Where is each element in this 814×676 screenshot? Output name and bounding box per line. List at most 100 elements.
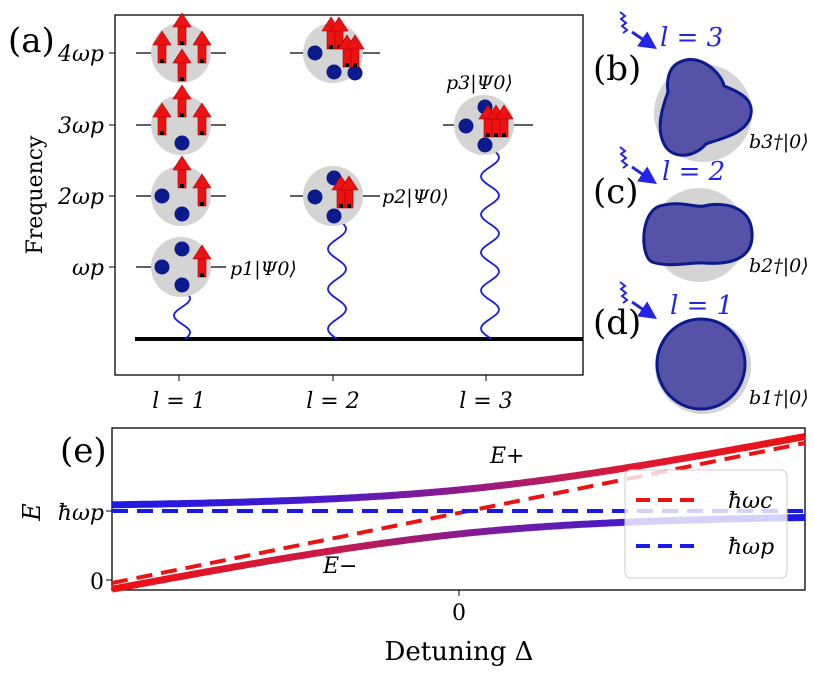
spin-arrow-base [200, 131, 204, 135]
electron-cloud [151, 12, 212, 83]
mode-l3-shape [658, 58, 753, 157]
cloud-body [151, 237, 211, 297]
spin-arrow-head [192, 30, 212, 46]
panel-label-b: (b) [593, 49, 641, 89]
spin-arrow-head [172, 12, 192, 28]
cloud-body [151, 166, 211, 226]
electron-dot [458, 118, 474, 134]
panel-e-xtick-0: 0 [452, 601, 466, 626]
panel-a-frame [114, 14, 584, 376]
electron-dot [326, 64, 342, 80]
electron-cloud [151, 84, 212, 155]
mode-l1-shape [655, 317, 747, 411]
spin-arrow-head [339, 175, 359, 191]
state-label-p3: p3|Ψ0⟩ [446, 72, 513, 94]
upper-polariton-branch [112, 433, 806, 509]
xtick-label-l3: l = 3 [459, 389, 512, 414]
electron-dot [307, 45, 323, 61]
spin-arrow-base [200, 59, 204, 63]
spin-arrow-head [192, 173, 212, 189]
panel-a-ylabel: Frequency [23, 135, 48, 255]
panel-label-c: (c) [593, 172, 639, 212]
spin-arrow-base [353, 63, 357, 67]
mode-l2-label: l = 2 [662, 157, 725, 187]
mode-l1: l = 1 b1†|0⟩ [619, 281, 809, 414]
mode-l1-operator: b1†|0⟩ [749, 387, 809, 409]
electron-cloud [303, 16, 365, 83]
spin-arrow-head [329, 16, 349, 32]
spin-arrow-head [172, 48, 192, 64]
electron-dot [174, 135, 190, 151]
photon-wave [480, 147, 500, 340]
spin-arrow-base [339, 204, 343, 208]
xtick-label-l1: l = 1 [152, 389, 205, 414]
electron-dot [307, 189, 323, 205]
panel-a-yticks: ωp 2ωp 3ωp 4ωp [57, 42, 115, 281]
legend-label-photon: ħωc [728, 489, 772, 514]
spin-arrow-base [486, 133, 490, 137]
mode-l3: l = 3 b3†|0⟩ [619, 11, 809, 162]
spin-arrow-base [180, 41, 184, 45]
spin-arrow-base [200, 202, 204, 206]
ytick-label-2: 2ωp [57, 185, 104, 210]
panel-e-ylabel: E [18, 503, 46, 522]
electron-cloud [151, 237, 212, 297]
state-label-p1: p1|Ψ0⟩ [230, 258, 297, 280]
panel-e-ytick-hbar: ħωp [58, 501, 104, 526]
electron-cloud [303, 166, 363, 226]
spin-arrow-base [347, 204, 351, 208]
mode-l2: l = 2 b2†|0⟩ [619, 146, 809, 282]
spin-arrow-base [180, 113, 184, 117]
electron-dot [154, 188, 170, 204]
curve-label-upper: E+ [489, 444, 525, 469]
mode-l2-shape [642, 202, 754, 267]
xtick-label-l2: l = 2 [306, 389, 359, 414]
panel-label-a: (a) [8, 21, 55, 61]
electron-cloud [454, 95, 514, 155]
panel-label-d: (d) [593, 303, 641, 343]
spin-arrow-base [160, 131, 164, 135]
legend-label-plasmon: ħωp [728, 535, 774, 560]
electron-dot [326, 208, 342, 224]
mode-l3-label: l = 3 [660, 23, 723, 53]
photon-wave [327, 218, 347, 340]
electron-clouds [151, 12, 514, 297]
photon-waves [173, 147, 500, 340]
electron-dot [477, 137, 493, 153]
photon-wave [173, 289, 191, 340]
ytick-label-3: 3ωp [58, 114, 104, 139]
spin-arrow-head [172, 155, 192, 171]
mode-l2-operator: b2†|0⟩ [749, 255, 809, 277]
legend: ħωc ħωp [624, 469, 788, 579]
panel-e-xlabel: Detuning Δ [385, 637, 534, 667]
spin-arrow-base [200, 273, 204, 277]
electron-cloud [151, 155, 212, 226]
legend-box [624, 469, 788, 579]
spin-arrow-head [152, 30, 172, 46]
electron-dot [174, 206, 190, 222]
spin-arrow-head [192, 102, 212, 118]
electron-dot [174, 277, 190, 293]
spin-arrow-head [494, 104, 514, 120]
spin-arrow-head [192, 244, 212, 260]
photon-dispersion-line [111, 441, 806, 585]
spin-arrow-head [345, 34, 365, 50]
spin-arrow-base [494, 133, 498, 137]
mode-l1-label: l = 1 [670, 291, 733, 321]
spin-arrow-base [160, 59, 164, 63]
panel-label-e: (e) [60, 431, 107, 471]
spin-arrow-base [502, 133, 506, 137]
spin-arrow-base [180, 184, 184, 188]
electron-dot [174, 241, 190, 257]
spin-arrow-base [180, 77, 184, 81]
panel-a-xticks: l = 1 l = 2 l = 3 [152, 375, 513, 414]
curve-label-lower: E− [322, 554, 358, 579]
ytick-label-1: ωp [72, 256, 104, 281]
panel-e-ytick-0: 0 [90, 570, 104, 595]
electron-dot [347, 65, 363, 81]
mode-l3-operator: b3†|0⟩ [749, 131, 809, 153]
spin-arrow-base [345, 63, 349, 67]
electron-dot [154, 259, 170, 275]
